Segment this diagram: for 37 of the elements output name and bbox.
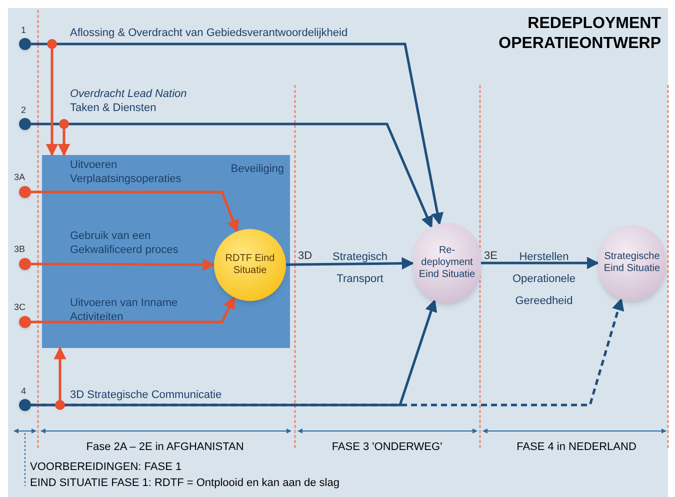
arrow [31,122,433,228]
line-number: 3A [14,171,26,184]
text-label: FASE 4 in NEDERLAND [516,440,638,454]
edge-label: Strategisch Transport [331,250,389,287]
diagram-title: REDEPLOYMENT OPERATIEONTWERP [498,14,661,54]
arrow [481,256,600,270]
arrow [46,39,58,156]
line-number: 3B [14,243,26,256]
line-number: 1 [21,24,26,37]
edge-label: Gebruik van een Gekwalificeerd proces [70,229,180,257]
node-label: RDTF Eind Situatie [224,253,276,277]
text-label: FASE 3 'ONDERWEG' [330,440,444,454]
text-label: EIND SITUATIE FASE 1: RDTF = Ontplooid en kan aan de slag [30,476,340,490]
edge-label: Aflossing & Overdracht van Gebiedsverantwoordelijkheid [70,26,349,40]
arrow [31,298,624,406]
arrow [54,346,66,410]
edge-label: Overdracht Lead Nation Taken & Diensten [70,87,188,115]
text-label: VOORBEREIDINGEN: FASE 1 [30,460,182,474]
arrow [31,42,444,226]
arrow [31,296,236,324]
node-label: Re-deployment Eind Situatie [418,245,476,281]
text-label: 3E [484,249,498,263]
line-number: 3C [14,301,26,314]
edge-label: 3D Strategische Communicatie [70,388,223,402]
phase-panel [42,155,290,348]
line-number: 4 [21,385,26,398]
text-label: 3D [298,249,312,263]
arrow [58,119,70,156]
panel-heading: Beveiliging [230,162,284,177]
arrow [286,257,414,270]
edge-label: Uitvoeren Verplaatsingsoperaties [70,158,182,186]
node-label: Strategische Eind Situatie [602,251,662,275]
arrow [31,258,216,271]
line-number: 2 [21,104,26,117]
edge-label: Uitvoeren van Inname Activiteiten [70,296,179,324]
text-label: Fase 2A – 2E in AFGHANISTAN [85,440,245,454]
arrow [31,190,239,233]
